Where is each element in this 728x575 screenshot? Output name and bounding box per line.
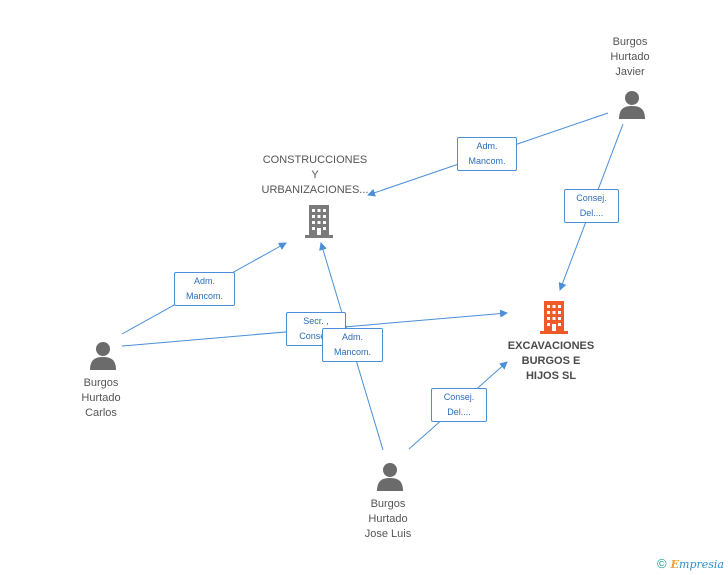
edge-label-jose-excavaciones[interactable]: Consej. Del.... bbox=[431, 388, 487, 422]
company-excavaciones-line3: HIJOS SL bbox=[525, 370, 577, 382]
person-jose-luis-line3: Jose Luis bbox=[364, 528, 412, 540]
person-javier-line2: Hurtado bbox=[610, 51, 650, 63]
company-construcciones-line2: Y bbox=[311, 169, 319, 181]
brand-initial: E bbox=[670, 558, 680, 571]
person-carlos-label[interactable]: Burgos Hurtado Carlos bbox=[61, 376, 141, 421]
person-jose-luis-line2: Hurtado bbox=[368, 513, 408, 525]
edge-label-line2: Del.... bbox=[579, 208, 604, 218]
company-excavaciones-label[interactable]: EXCAVACIONES BURGOS E HIJOS SL bbox=[495, 339, 607, 384]
edge-label-line1: Adm. bbox=[476, 141, 498, 151]
edge-label-line1: Secr. , bbox=[303, 316, 329, 326]
edge-label-javier-excavaciones[interactable]: Consej. Del.... bbox=[564, 189, 619, 223]
edge-label-line2: Mancom. bbox=[468, 156, 506, 166]
footer-watermark: ©Empresia bbox=[657, 556, 724, 571]
edge-label-line2: Mancom. bbox=[185, 291, 223, 301]
person-icon[interactable] bbox=[375, 462, 405, 492]
company-excavaciones-line2: BURGOS E bbox=[521, 355, 581, 367]
company-construcciones-line1: CONSTRUCCIONES bbox=[262, 154, 368, 166]
edge-label-line2: Conse... bbox=[299, 331, 333, 341]
person-javier-label[interactable]: Burgos Hurtado Javier bbox=[590, 35, 670, 80]
brand-name: mpresia bbox=[679, 558, 724, 571]
person-icon[interactable] bbox=[88, 341, 118, 371]
edge-label-line2: Mancom. bbox=[333, 347, 371, 357]
person-javier-line1: Burgos bbox=[612, 36, 648, 48]
building-icon-main[interactable] bbox=[538, 299, 570, 335]
person-carlos-line2: Hurtado bbox=[81, 392, 121, 404]
person-icon[interactable] bbox=[617, 90, 647, 120]
edge-label-line1: Adm. bbox=[341, 332, 363, 342]
person-carlos-line3: Carlos bbox=[85, 407, 117, 419]
edge-label-line2: Del.... bbox=[447, 407, 471, 417]
copyright-icon: © bbox=[657, 556, 667, 571]
edge-label-line1: Consej. bbox=[576, 193, 607, 203]
edge-label-jose-construcciones[interactable]: Adm. Mancom. bbox=[322, 328, 383, 362]
company-excavaciones-line1: EXCAVACIONES bbox=[507, 340, 595, 352]
person-jose-luis-line1: Burgos bbox=[370, 498, 406, 510]
person-carlos-line1: Burgos bbox=[83, 377, 119, 389]
edge-label-javier-construcciones[interactable]: Adm. Mancom. bbox=[457, 137, 517, 171]
company-construcciones-line3: URBANIZACIONES... bbox=[261, 184, 369, 196]
edge-label-carlos-construcciones[interactable]: Adm. Mancom. bbox=[174, 272, 235, 306]
person-jose-luis-label[interactable]: Burgos Hurtado Jose Luis bbox=[348, 497, 428, 542]
edge-label-line1: Adm. bbox=[193, 276, 215, 286]
person-javier-line3: Javier bbox=[615, 66, 645, 78]
company-construcciones-label[interactable]: CONSTRUCCIONES Y URBANIZACIONES... bbox=[255, 153, 375, 198]
edge-label-line1: Consej. bbox=[443, 392, 475, 402]
building-icon[interactable] bbox=[303, 203, 335, 239]
